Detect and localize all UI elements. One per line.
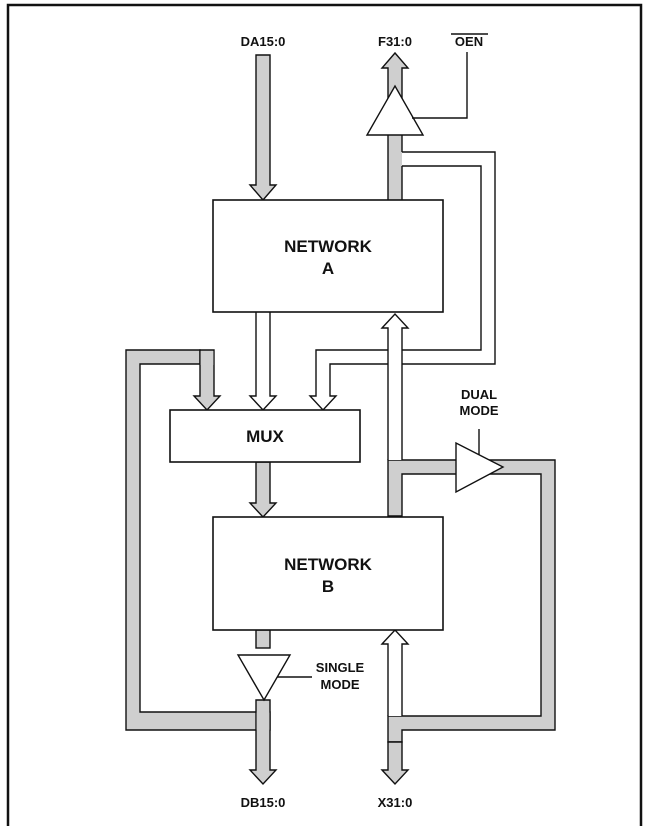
network-b-label-line1: NETWORK: [284, 555, 373, 574]
f-label: F31:0: [378, 34, 412, 49]
mux-label: MUX: [246, 427, 284, 446]
db-bus-arrow: [248, 699, 278, 786]
mux-block: [169, 409, 361, 463]
da-label: DA15:0: [241, 34, 286, 49]
oen-label: OEN: [455, 34, 483, 49]
f-bus-arrow: [380, 51, 410, 101]
mux-left-input-arrow: [192, 349, 222, 412]
network-a-label-line1: NETWORK: [284, 237, 373, 256]
a-to-mux-arrow: [248, 312, 278, 412]
mux-to-b-arrow: [248, 461, 278, 519]
single-mode-label-line2: MODE: [321, 677, 360, 692]
network-b-block: [212, 516, 444, 631]
db-label: DB15:0: [241, 795, 286, 810]
x-label: X31:0: [378, 795, 413, 810]
single-mode-label-line1: SINGLE: [316, 660, 365, 675]
b-out-bus-top: [255, 629, 271, 649]
dual-loop-bus: [387, 459, 459, 517]
dual-mode-label-line2: MODE: [460, 403, 499, 418]
dual-mode-label-line1: DUAL: [461, 387, 497, 402]
oen-line: [412, 52, 468, 119]
x-to-b-arrow: [380, 628, 410, 716]
b-to-a-arrow: [380, 312, 410, 460]
f-bus-lower: [388, 135, 402, 200]
network-a-block: [212, 199, 444, 313]
da-bus-arrow: [248, 54, 278, 202]
network-a-label-line2: A: [322, 259, 334, 278]
f-output-buffer: [365, 84, 425, 136]
x-bus-arrow: [380, 741, 410, 786]
network-b-label-line2: B: [322, 577, 334, 596]
diagram-frame: [6, 3, 643, 826]
